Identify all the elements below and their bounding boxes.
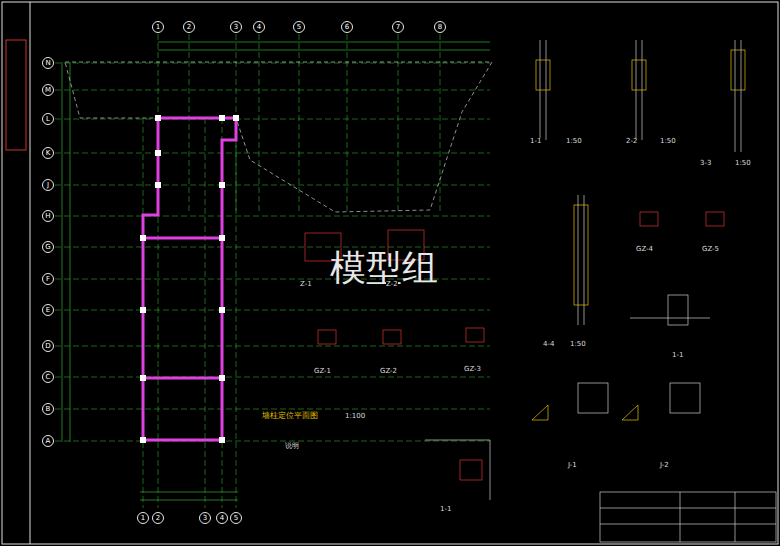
axis-label: 4 (257, 23, 261, 31)
axis-label: 1 (141, 514, 145, 522)
axis-label: H (45, 212, 50, 220)
axis-label: 3 (234, 23, 238, 31)
axis-bubble: M (42, 84, 54, 96)
label: 1:50 (735, 160, 751, 167)
frame-line (30, 2, 31, 544)
axis-label: 6 (345, 23, 349, 31)
axis-label: L (46, 115, 50, 123)
label: 墙柱定位平面图 (262, 412, 318, 420)
axis-bubble: 2 (183, 21, 195, 33)
axis-bubble: B (42, 403, 54, 415)
outline-dashed (65, 62, 492, 212)
dimension-lines (62, 42, 490, 500)
label: 1:50 (566, 138, 582, 145)
side-block (6, 40, 26, 150)
label: 2-2 (626, 138, 637, 145)
axis-bubble: F (42, 273, 54, 285)
axis-bubble: 5 (293, 21, 305, 33)
axis-label: E (46, 306, 50, 314)
axis-bubble: D (42, 340, 54, 352)
axis-bubble: J (42, 179, 54, 191)
label: 1-1 (440, 506, 451, 513)
axis-label: 3 (203, 514, 207, 522)
axis-bubble: G (42, 241, 54, 253)
axis-label: 2 (187, 23, 191, 31)
label: Z-1 (300, 281, 312, 288)
axis-bubble: 6 (341, 21, 353, 33)
axis-bubble: 8 (434, 21, 446, 33)
axis-bubble: 5 (230, 512, 242, 524)
label: 1:100 (345, 413, 365, 420)
title-block (600, 492, 776, 542)
label: 1:50 (570, 341, 586, 348)
label: 1-1 (530, 138, 541, 145)
axis-label: M (45, 86, 51, 94)
label: GZ-3 (464, 366, 481, 373)
axis-label: A (46, 437, 51, 445)
axis-label: C (46, 373, 51, 381)
axis-label: J (47, 181, 49, 189)
label: 3-3 (700, 160, 711, 167)
axis-grid (55, 34, 490, 508)
walls (143, 118, 236, 440)
axis-bubble: A (42, 435, 54, 447)
axis-bubble: L (42, 113, 54, 125)
axis-bubble: H (42, 210, 54, 222)
axis-bubble: 1 (137, 512, 149, 524)
label: Z-2 (386, 281, 398, 288)
axis-bubble: E (42, 304, 54, 316)
axis-label: 4 (220, 514, 224, 522)
axis-bubble: 4 (253, 21, 265, 33)
axis-label: 5 (297, 23, 301, 31)
axis-label: D (45, 342, 50, 350)
axis-bubble: 3 (230, 21, 242, 33)
axis-bubble: 3 (199, 512, 211, 524)
axis-bubble: N (42, 57, 54, 69)
axis-label: 2 (156, 514, 160, 522)
label: J-2 (660, 462, 669, 469)
axis-bubble: 4 (216, 512, 228, 524)
axis-label: G (45, 243, 50, 251)
label: GZ-1 (314, 368, 331, 375)
watermark: 模型组 (330, 250, 438, 286)
label: 说明 (285, 443, 299, 450)
label: J-1 (568, 462, 577, 469)
axis-label: 5 (234, 514, 238, 522)
axis-bubble: 2 (152, 512, 164, 524)
label: 1-1 (672, 352, 683, 359)
axis-label: F (46, 275, 50, 283)
label: 1:50 (660, 138, 676, 145)
columns (140, 115, 239, 443)
axis-label: 7 (396, 23, 400, 31)
label: GZ-2 (380, 368, 397, 375)
sections (305, 40, 745, 500)
axis-label: 8 (438, 23, 442, 31)
axis-bubble: K (42, 147, 54, 159)
axis-bubble: 7 (392, 21, 404, 33)
label: GZ-4 (636, 246, 653, 253)
axis-label: 1 (156, 23, 160, 31)
axis-label: K (46, 149, 51, 157)
axis-label: B (46, 405, 51, 413)
label: 4-4 (543, 341, 554, 348)
label: GZ-5 (702, 246, 719, 253)
axis-label: N (45, 59, 50, 67)
axis-bubble: C (42, 371, 54, 383)
axis-bubble: 1 (152, 21, 164, 33)
